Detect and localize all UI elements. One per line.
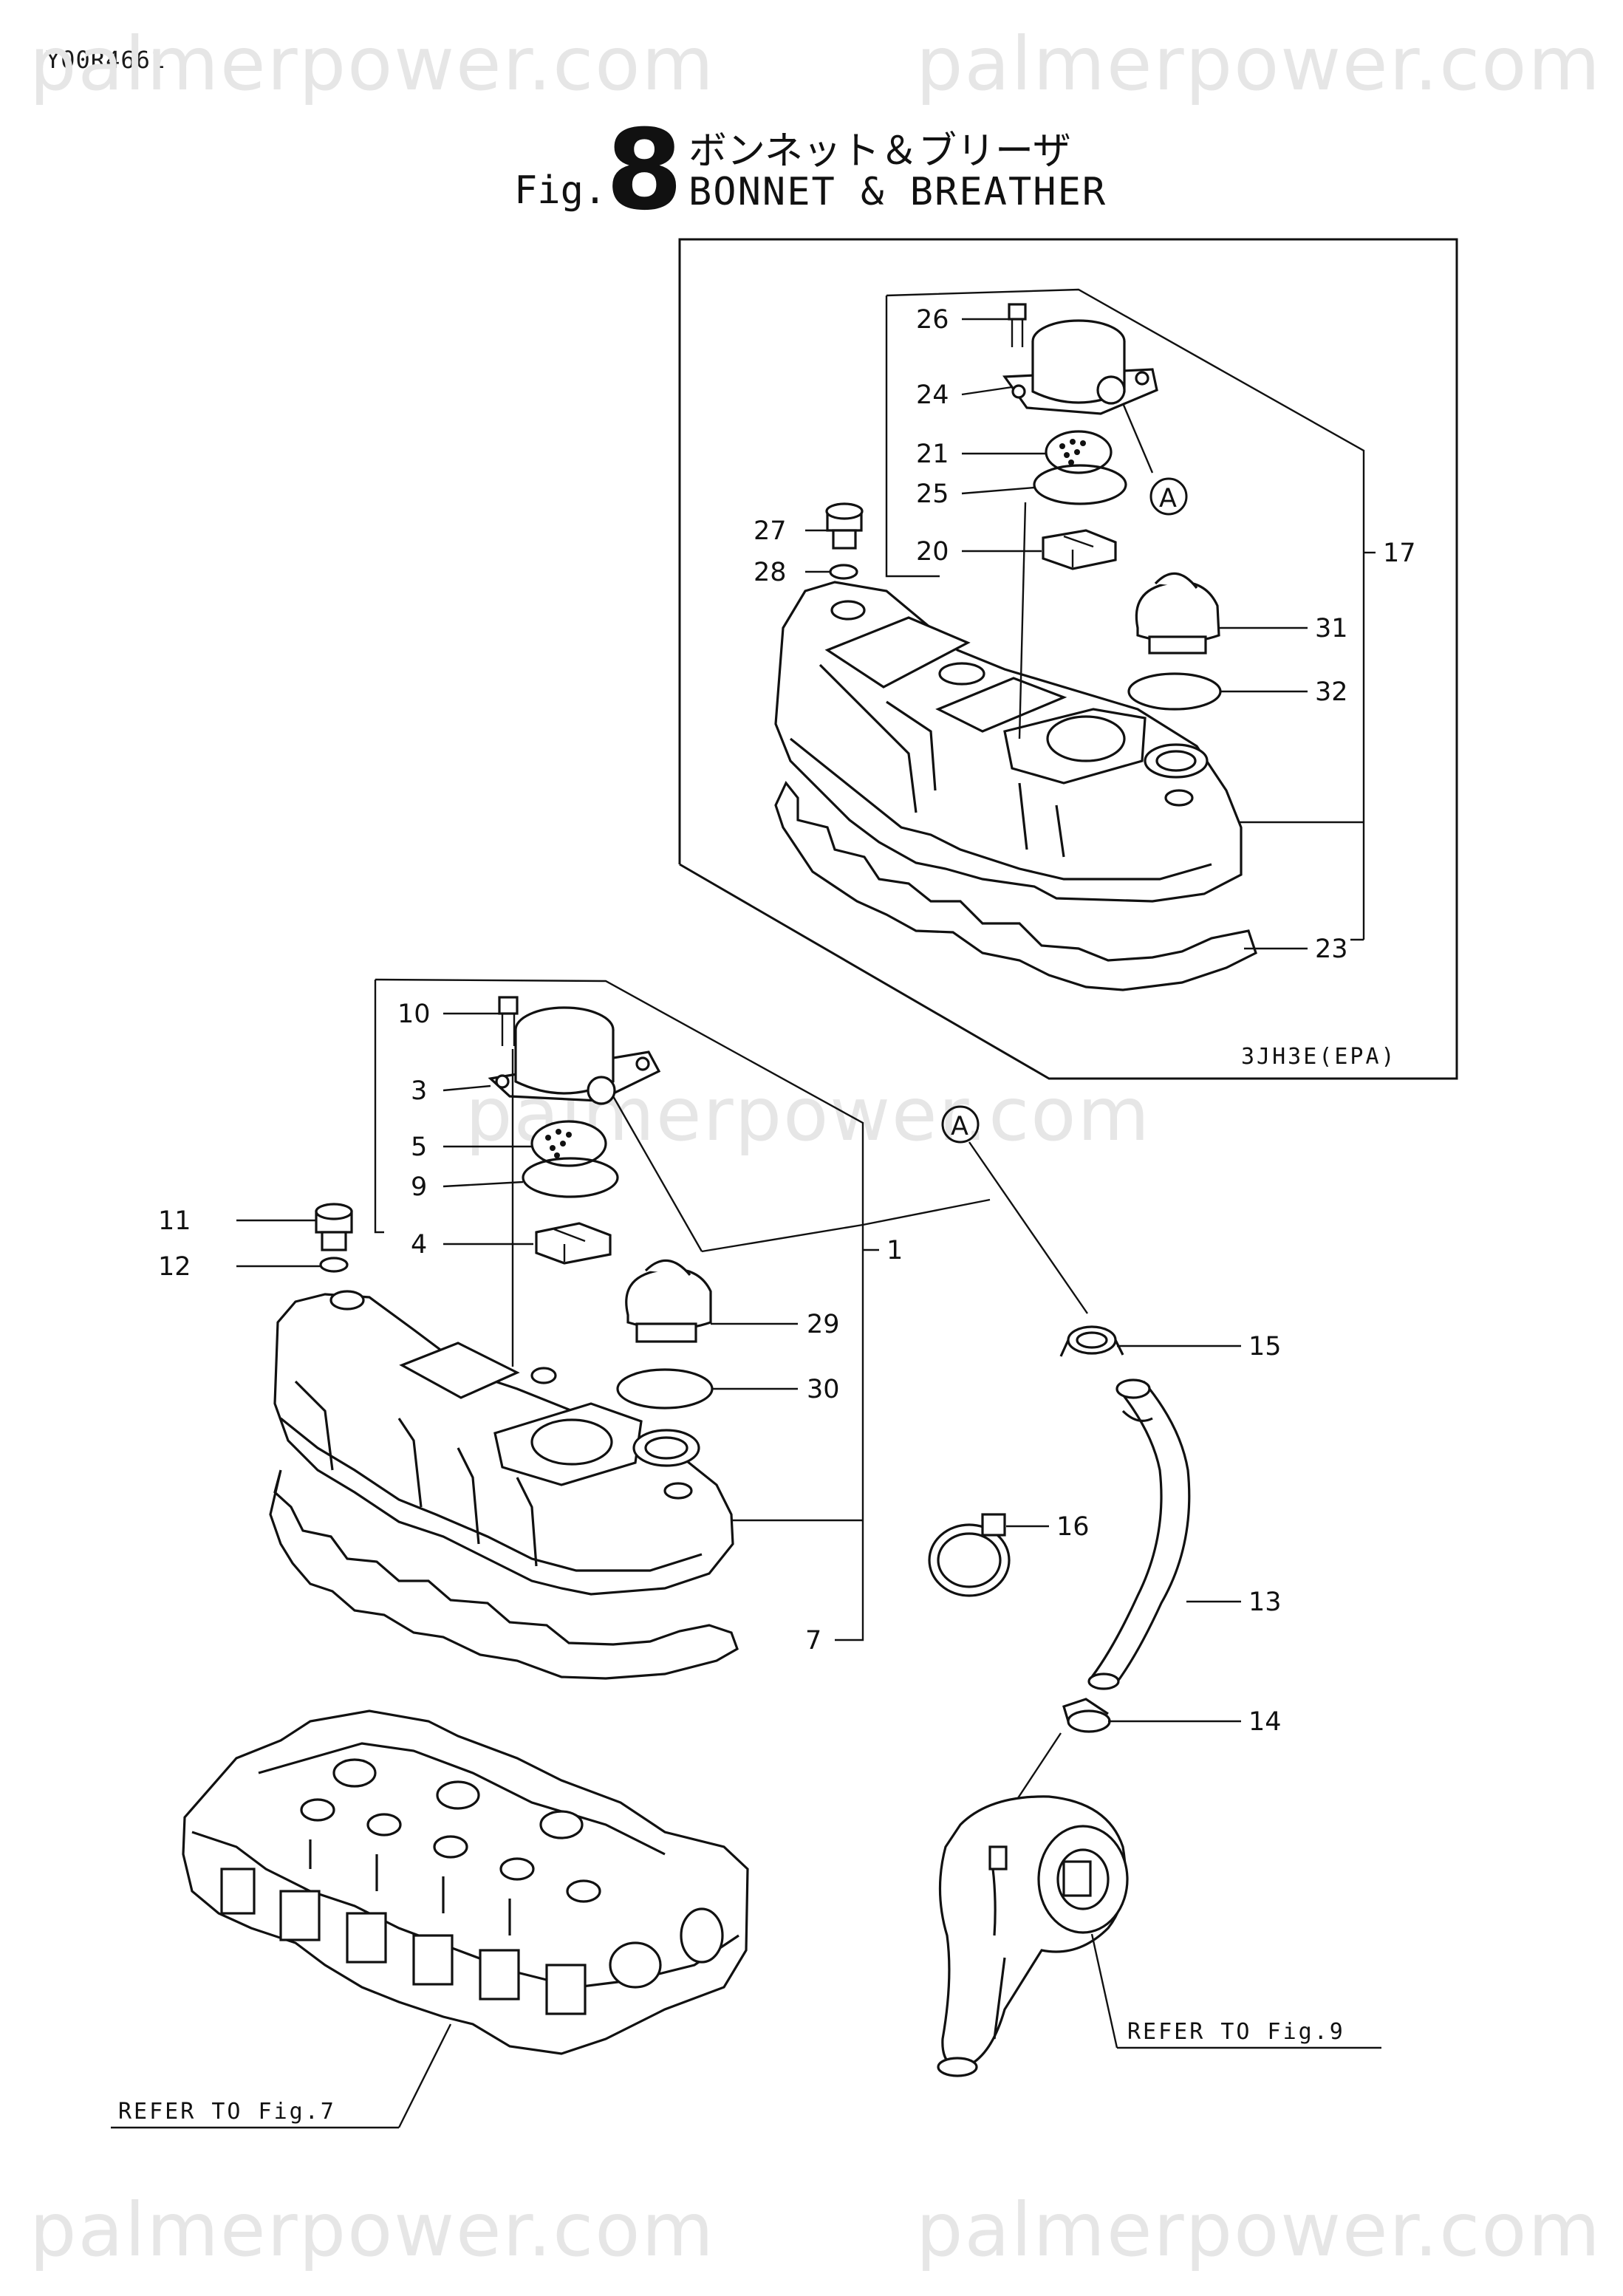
bracket-17 <box>885 288 1376 941</box>
leader-14-intake <box>1014 1732 1062 1803</box>
epa-plug-27 <box>825 502 864 550</box>
callout-24: 24 <box>916 380 949 410</box>
epa-valve-cover <box>774 581 1243 903</box>
callout-16: 16 <box>1056 1512 1090 1542</box>
callout-32: 32 <box>1315 677 1348 707</box>
document-code: Y00R4661 <box>46 46 166 74</box>
figure-title-jp: ボンネット＆ブリーザ <box>689 129 1071 174</box>
washer-12 <box>319 1257 349 1273</box>
detail-marker-a-label: A <box>951 1112 968 1141</box>
figure-title-en: BONNET & BREATHER <box>689 170 1107 214</box>
epa-variant-box: 3JH3E(EPA) <box>678 238 1458 1080</box>
callout-13: 13 <box>1248 1588 1282 1617</box>
watermark-bottom-left: palmerpower.com <box>30 2187 715 2273</box>
callout-11: 11 <box>158 1206 191 1236</box>
leader-ref-fig7 <box>397 2023 452 2128</box>
epa-callouts: 26 24 21 25 20 27 28 31 32 23 17 <box>754 305 1416 964</box>
callout-15: 15 <box>1248 1332 1282 1361</box>
bracket-1 <box>374 978 991 1641</box>
epa-detail-marker-a: A <box>1149 477 1188 516</box>
watermark-top-left: palmerpower.com <box>30 21 715 107</box>
watermark-top-right: palmerpower.com <box>916 21 1602 107</box>
standard-leaders <box>236 1012 864 1390</box>
plug-11 <box>315 1203 353 1251</box>
epa-breather-cover <box>1002 319 1158 415</box>
hose-13 <box>1087 1378 1191 1690</box>
callout-20: 20 <box>916 537 949 567</box>
standard-callouts: 10 3 5 9 4 11 12 1 29 30 7 15 16 13 14 <box>158 1000 1282 1737</box>
breather-cover-3 <box>488 1006 661 1105</box>
leader-ref-fig9 <box>1090 1933 1118 2049</box>
intake-elbow <box>937 1795 1129 2077</box>
epa-gasket-23 <box>774 780 1257 991</box>
callout-12: 12 <box>158 1252 191 1282</box>
callout-9: 9 <box>411 1172 427 1202</box>
filter-5-dots <box>545 1129 572 1158</box>
callout-21: 21 <box>916 440 949 469</box>
callout-5: 5 <box>411 1132 427 1162</box>
cylinder-head <box>182 1709 749 2055</box>
watermark-bottom-right: palmerpower.com <box>916 2187 1602 2273</box>
variant-box-label: 3JH3E(EPA) <box>1241 1044 1397 1070</box>
clamp-15 <box>1059 1325 1124 1357</box>
valve-cover <box>273 1290 734 1596</box>
callout-27: 27 <box>754 516 787 546</box>
gasket-7 <box>269 1469 739 1680</box>
epa-washer-28 <box>829 564 858 580</box>
oring-30 <box>616 1368 714 1410</box>
filter-5 <box>530 1120 607 1167</box>
epa-detail-marker-a-label: A <box>1159 484 1177 513</box>
ref-fig9-label: REFER TO Fig.9 <box>1127 2019 1345 2045</box>
detail-marker-a: A <box>941 1105 980 1144</box>
callout-17: 17 <box>1383 539 1416 568</box>
callout-14: 14 <box>1248 1707 1282 1737</box>
callout-26: 26 <box>916 305 949 335</box>
epa-oil-cap-31 <box>1135 572 1220 655</box>
epa-block-20 <box>1042 529 1117 570</box>
clip-16 <box>928 1513 1011 1597</box>
bolt-10 <box>498 996 519 1046</box>
callout-23: 23 <box>1315 935 1348 964</box>
clamp-14 <box>1062 1698 1111 1733</box>
ref-fig7-label: REFER TO Fig.7 <box>118 2099 336 2125</box>
callout-10: 10 <box>397 1000 431 1029</box>
callout-29: 29 <box>807 1310 840 1339</box>
figure-label: Fig. <box>514 168 607 213</box>
epa-oring-32 <box>1127 672 1222 711</box>
block-4 <box>535 1222 612 1265</box>
callout-31: 31 <box>1315 614 1348 643</box>
oring-9 <box>522 1157 619 1198</box>
figure-number: 8 <box>606 106 683 235</box>
leader-a-hose <box>968 1141 1088 1314</box>
epa-oring-25 <box>1033 464 1127 505</box>
callout-1: 1 <box>886 1236 903 1265</box>
epa-leaders <box>805 318 1308 950</box>
epa-bolt-26 <box>1008 303 1027 347</box>
callout-30: 30 <box>807 1375 840 1404</box>
callout-28: 28 <box>754 558 787 587</box>
callout-4: 4 <box>411 1230 427 1260</box>
callout-25: 25 <box>916 479 949 509</box>
callout-7: 7 <box>805 1626 821 1656</box>
oil-cap-29 <box>625 1259 712 1343</box>
callout-3: 3 <box>411 1076 427 1106</box>
epa-filter-dots <box>1059 439 1086 465</box>
